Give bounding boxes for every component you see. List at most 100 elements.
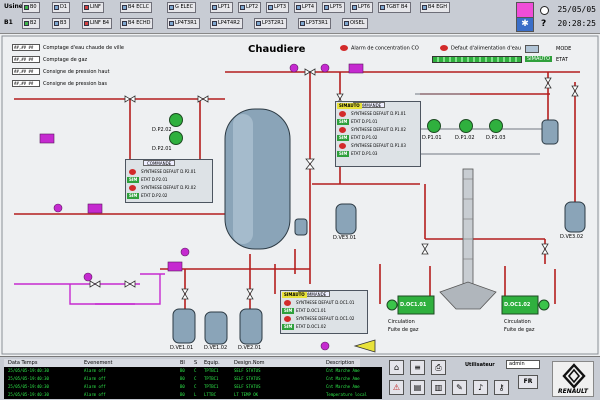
valve-icon[interactable] — [246, 288, 254, 300]
sensor-icon[interactable] — [289, 63, 299, 73]
gas-leak-label: Fuite de gaz — [504, 327, 535, 333]
valve-icon[interactable] — [197, 95, 209, 103]
valve-icon[interactable] — [181, 288, 189, 300]
nav-button-lpt3[interactable]: LPT3 — [266, 2, 290, 13]
circulator-d-oc1-02[interactable] — [501, 295, 539, 315]
sensor-icon[interactable] — [180, 247, 190, 257]
nav-button-linf-b4[interactable]: LINF B4 — [82, 18, 113, 29]
nav-button-lpt6[interactable]: LPT6 — [350, 2, 374, 13]
tank-d-ve3-02[interactable] — [564, 201, 586, 233]
valve-icon[interactable] — [353, 339, 376, 353]
valve-icon[interactable] — [571, 85, 579, 97]
valve-icon[interactable] — [89, 280, 101, 288]
nav-button-b4-echd[interactable]: B4 ECHD — [120, 18, 154, 29]
printer-icon[interactable]: ⎙ — [431, 360, 446, 375]
nav-button-lp4t3r1[interactable]: LP4T3R1 — [167, 18, 200, 29]
nav-button-lp3t2r1[interactable]: LP3T2R1 — [254, 18, 287, 29]
valve-icon[interactable] — [124, 280, 136, 288]
tank-d-ve2-01[interactable] — [239, 308, 263, 345]
fault-row[interactable]: SYNTHESE DEFAUT D.P1.02 — [336, 126, 420, 134]
nav-button-lpt4[interactable]: LPT4 — [294, 2, 318, 13]
diamond-logo-icon — [562, 363, 586, 389]
alarm-ack-icon[interactable]: ⚠ — [389, 380, 404, 395]
nav-button-b3[interactable]: B3 — [52, 18, 70, 29]
nav-button-oisel[interactable]: OISEL — [342, 18, 368, 29]
nav-button-b4-egh[interactable]: B4 EGH — [420, 2, 450, 13]
fault-row[interactable]: SYNTHESE DEFAUT D.OC1.02 — [281, 315, 367, 323]
pump-d-p1-01[interactable] — [427, 119, 441, 133]
fault-row[interactable]: SYNTHESE DEFAUT D.P2.02 — [126, 184, 212, 192]
pump-d-p1-02[interactable] — [459, 119, 473, 133]
key-icon[interactable]: ⚷ — [494, 380, 509, 395]
bell-icon[interactable]: ♪ — [473, 380, 488, 395]
chart-icon[interactable]: ▥ — [431, 380, 446, 395]
fault-row[interactable]: SYNTHESE DEFAUT D.P1.01 — [336, 110, 420, 118]
nav-button-tgbt-b4[interactable]: TGBT B4 — [378, 2, 411, 13]
nav-button-g-elec[interactable]: G ELEC — [167, 2, 197, 13]
valve-icon[interactable] — [305, 158, 315, 170]
trend-icon[interactable]: ≡ — [410, 360, 425, 375]
pump-d-p1-03[interactable] — [489, 119, 503, 133]
pump-d-p2-02[interactable] — [169, 113, 183, 127]
valve-icon[interactable] — [541, 243, 549, 255]
co-alarm-indicator[interactable]: Alarm de concentration CO — [340, 45, 419, 52]
fault-row[interactable]: SYNTHESE DEFAUT D.OC1.01 — [281, 299, 367, 307]
notes-icon[interactable]: ▤ — [410, 380, 425, 395]
fault-row[interactable]: SYNTHESE DEFAUT D.P2.01 — [126, 168, 212, 176]
nav-button-linf[interactable]: LINF — [82, 2, 104, 13]
sensor-icon[interactable] — [53, 203, 63, 213]
sensor-display[interactable] — [167, 261, 183, 272]
sensor-display[interactable] — [39, 133, 55, 144]
nav-button-lpt5[interactable]: LPT5 — [322, 2, 346, 13]
current-date: 25/05/05 — [557, 5, 596, 14]
mode-icon[interactable] — [525, 45, 539, 53]
sensor-icon[interactable] — [83, 272, 93, 282]
status-icon — [169, 5, 174, 10]
nav-button-b0[interactable]: B0 — [22, 2, 40, 13]
help-button[interactable]: ? — [541, 19, 547, 29]
cmd-header: COMMANDE — [126, 160, 212, 168]
circulator-d-oc1-01[interactable] — [397, 295, 435, 315]
sensor-icon[interactable] — [320, 341, 330, 351]
sensor-display[interactable] — [348, 63, 364, 74]
tank-d-ve1-01[interactable] — [172, 308, 196, 344]
status-icon — [324, 5, 329, 10]
nav-button-lpt1[interactable]: LPT1 — [210, 2, 234, 13]
settings-icon[interactable]: ✎ — [452, 380, 467, 395]
small-tank[interactable] — [294, 218, 308, 236]
nav-button-lp3t3r1[interactable]: LP3T3R1 — [298, 18, 331, 29]
fault-row[interactable]: SYNTHESE DEFAUT D.P1.03 — [336, 142, 420, 150]
valve-icon[interactable] — [544, 77, 552, 89]
valve-icon[interactable] — [124, 95, 136, 103]
nav-button-b4-eclc[interactable]: B4 ECLC — [120, 2, 153, 13]
nav-button-d1[interactable]: D1 — [52, 2, 71, 13]
user-field[interactable]: admin — [506, 360, 540, 369]
water-supply-alarm[interactable]: Defaut d'alimentation d'eau — [440, 45, 521, 52]
tank-d-ve3-01[interactable] — [335, 203, 357, 235]
valve-icon[interactable] — [304, 68, 316, 76]
valve-icon[interactable] — [421, 243, 429, 255]
snowflake-icon[interactable]: ✱ — [516, 17, 534, 32]
expansion-tank[interactable] — [541, 119, 559, 145]
sensor-display[interactable] — [87, 203, 103, 214]
sensor-icon[interactable] — [320, 63, 330, 73]
nav-button-lp4t4r2[interactable]: LP4T4R2 — [210, 18, 243, 29]
nav-button-lpt2[interactable]: LPT2 — [238, 2, 262, 13]
language-button[interactable]: FR — [518, 375, 538, 389]
pump-d-p2-01[interactable] — [169, 131, 183, 145]
tank-d-ve1-02[interactable] — [204, 311, 228, 345]
nav-button-b2[interactable]: B2 — [22, 18, 40, 29]
house-icon[interactable]: ⌂ — [389, 360, 404, 375]
